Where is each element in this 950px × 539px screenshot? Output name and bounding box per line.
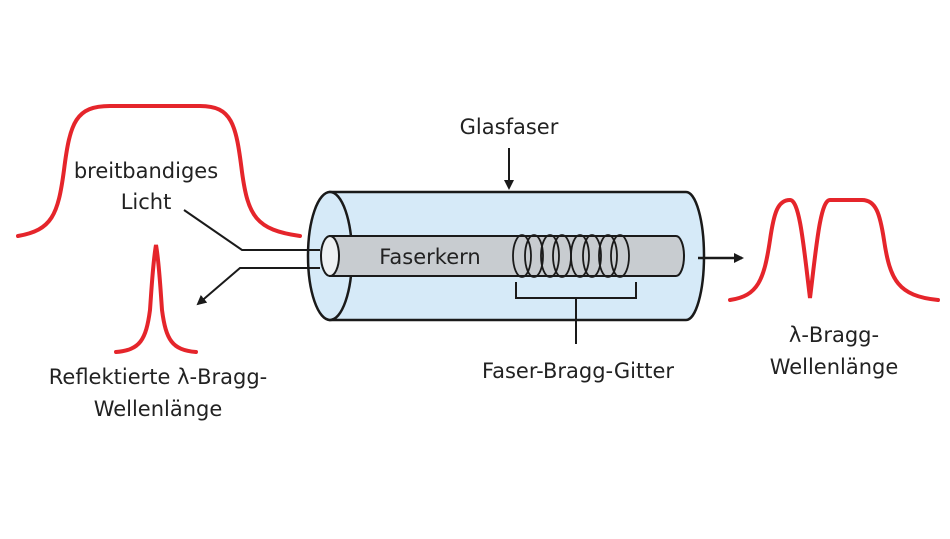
reflected-light-arrow: [196, 267, 320, 306]
core-body: [329, 235, 685, 277]
glass-fiber-label: Glasfaser: [460, 115, 559, 139]
broadband-spectrum-curve: [16, 104, 302, 238]
incoming-light-line: [183, 209, 320, 251]
grating-ring: [582, 234, 602, 278]
grating-ring: [610, 234, 630, 278]
grating-ring: [524, 234, 544, 278]
grating-ring: [598, 234, 618, 278]
core-end-face: [320, 235, 340, 277]
broadband-light-label-line1: breitbandiges: [74, 159, 218, 183]
reflected-wavelength-label-line1: Reflektierte λ-Bragg-: [49, 365, 267, 389]
transmitted-wavelength-label-line2: Wellenlänge: [770, 355, 899, 379]
fiber-core-label: Faserkern: [379, 245, 480, 269]
broadband-light-label-line2: Licht: [121, 190, 172, 214]
bragg-grating-rings: [512, 234, 630, 278]
grating-ring: [540, 234, 560, 278]
grating-bracket: [515, 282, 637, 344]
reflected-wavelength-label-line2: Wellenlänge: [94, 397, 223, 421]
transmitted-spectrum-curve: [728, 197, 940, 302]
grating-label: Faser-Bragg-Gitter: [482, 359, 674, 383]
reflected-spectrum-curve: [114, 244, 198, 354]
grating-ring: [512, 234, 532, 278]
fiber-core: [320, 235, 685, 277]
grating-ring: [570, 234, 590, 278]
transmitted-wavelength-label-line1: λ-Bragg-: [789, 323, 879, 347]
